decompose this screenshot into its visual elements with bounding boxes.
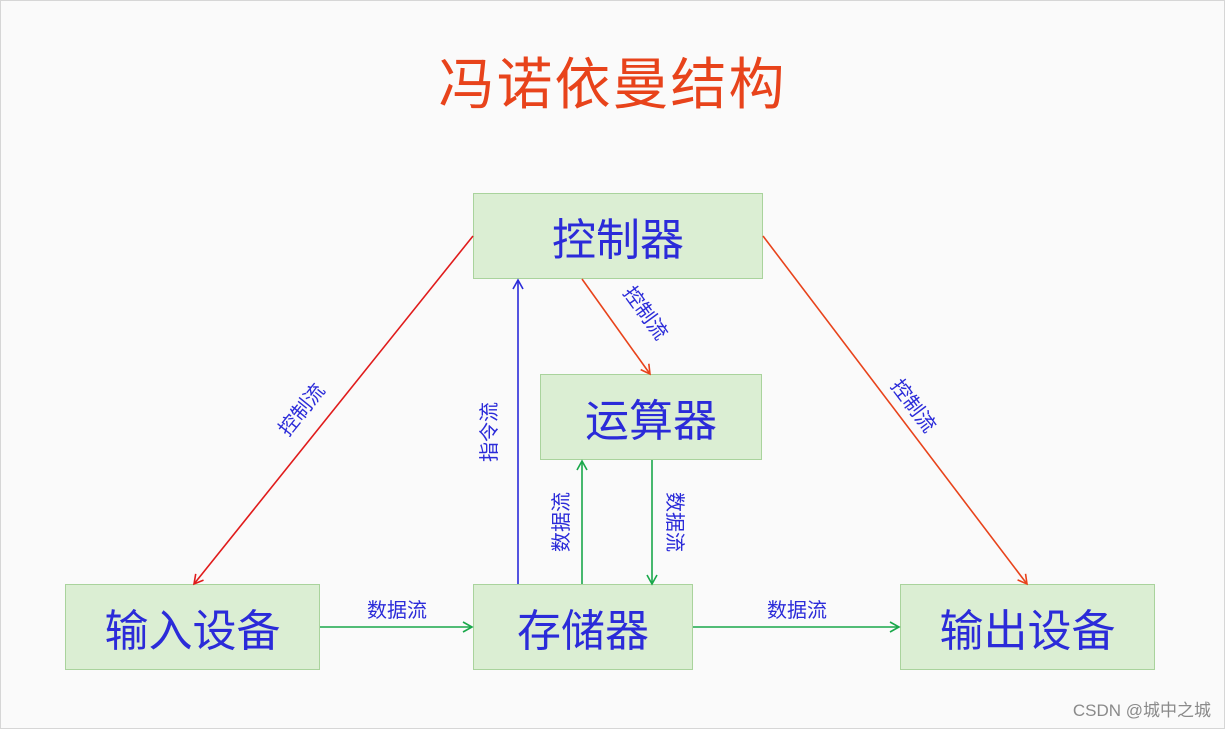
edge-controller-to-input-label: 控制流 [273, 379, 329, 441]
node-output-device: 输出设备 [900, 584, 1155, 670]
node-controller: 控制器 [473, 193, 763, 279]
edge-controller-to-alu-label: 控制流 [618, 282, 673, 345]
edge-memory-to-alu-label: 数据流 [549, 492, 573, 552]
node-alu: 运算器 [540, 374, 762, 460]
diagram-title: 冯诺依曼结构 [438, 53, 787, 118]
edge-input-to-memory-label: 数据流 [367, 598, 427, 622]
node-alu-label: 运算器 [585, 396, 717, 447]
node-memory: 存储器 [473, 584, 693, 670]
node-controller-label: 控制器 [552, 215, 684, 266]
node-input-device: 输入设备 [65, 584, 320, 670]
node-output-device-label: 输出设备 [939, 606, 1116, 657]
watermark: CSDN @城中之城 [1072, 701, 1211, 720]
edge-controller-to-output [762, 235, 1028, 586]
edge-memory-to-output-label: 数据流 [767, 598, 827, 622]
edge-controller-to-alu [581, 278, 651, 376]
edge-controller-to-output-label: 控制流 [886, 375, 941, 437]
edge-controller-to-input [192, 235, 474, 586]
node-input-device-label: 输入设备 [104, 606, 281, 657]
edge-memory-to-controller-label: 指令流 [477, 402, 501, 462]
edge-alu-to-memory-label: 数据流 [663, 492, 687, 552]
node-memory-label: 存储器 [517, 606, 649, 657]
